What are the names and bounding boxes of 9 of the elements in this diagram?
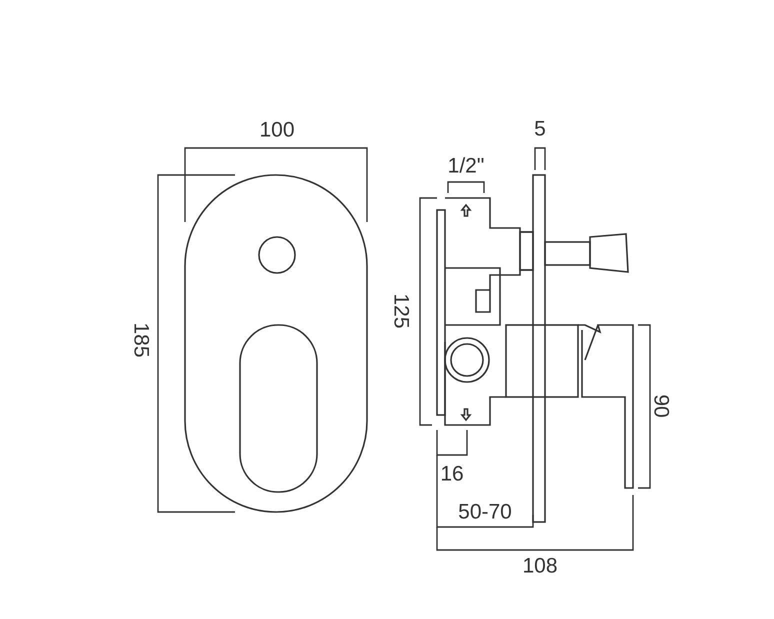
dimension-label: 50-70 (458, 502, 512, 522)
dimension-label: 1/2" (448, 156, 484, 176)
dimension-label: 16 (440, 464, 464, 484)
dimension-label: 125 (390, 293, 412, 329)
dimension-label: 100 (259, 120, 295, 140)
dimension-label: 90 (650, 394, 672, 418)
dimension-label: 108 (522, 556, 558, 576)
dimension-label: 185 (130, 322, 152, 358)
dimension-label: 5 (534, 118, 546, 140)
